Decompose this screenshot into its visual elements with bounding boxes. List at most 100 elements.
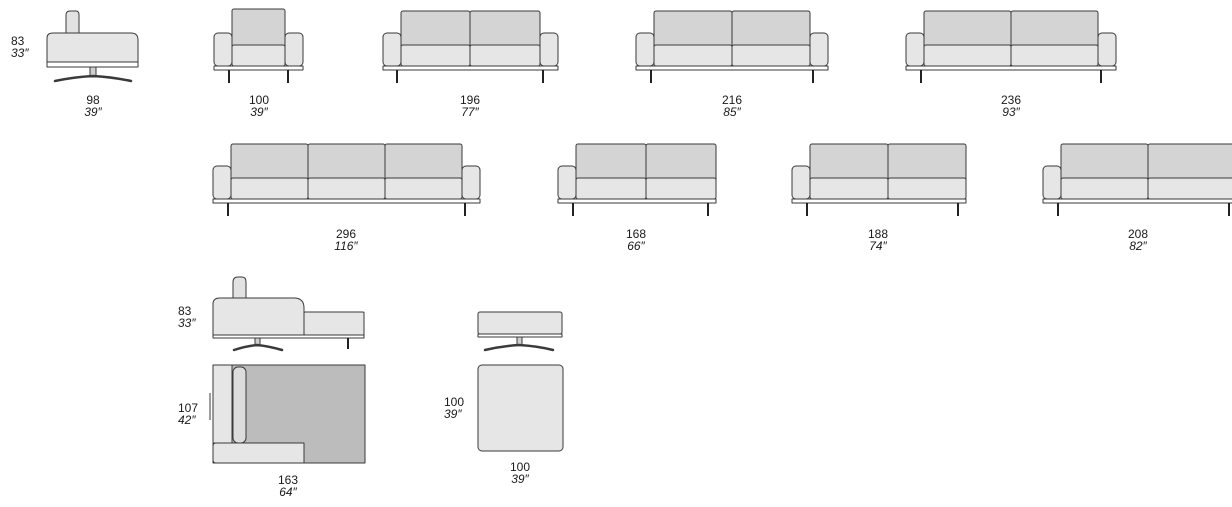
sofa-168-width-cm: 168: [626, 227, 646, 241]
sofa-208-back-cushion-2: [1147, 143, 1232, 182]
sofa-196-leg-right: [542, 70, 544, 83]
sofa-208-seat-cushion-2: [1147, 177, 1232, 200]
sofa-188-width-dim: 188 74″: [868, 227, 888, 253]
armchair-base: [213, 65, 304, 71]
sofa-196-right-arm: [539, 32, 559, 67]
sofa-216-back-cushion-2: [731, 10, 811, 48]
chaise-longue-seat-extension: [303, 311, 365, 336]
sofa-188-left-arm: [791, 165, 811, 200]
chaise-longue-width-dim: 163 64″: [278, 473, 298, 499]
swivel-chair-headrest: [65, 10, 80, 35]
sofa-188-seat-cushion-2: [887, 177, 967, 200]
sofa-188-back-cushion-2: [887, 143, 967, 182]
chaise-longue-plan-backrest: [212, 364, 233, 444]
sofa-168-leg-right: [707, 203, 709, 216]
sofa-208-base: [1042, 198, 1232, 204]
sofa-216-right-arm: [809, 32, 829, 67]
sofa-208-back-cushion-1: [1060, 143, 1149, 182]
chaise-longue-plan-view: [209, 364, 366, 464]
armchair-width-dim: 100 39″: [249, 93, 269, 119]
armchair-leg-left: [228, 70, 230, 83]
sofa-208-width-dim: 208 82″: [1128, 227, 1148, 253]
pouf-foot: [483, 343, 555, 352]
sofa-236-seat-cushion-2: [1010, 44, 1099, 67]
swivel-chair-width-cm: 98: [86, 93, 100, 107]
sofa-196-width-in: 77″: [461, 105, 479, 119]
sofa-216-width-dim: 216 85″: [722, 93, 742, 119]
sofa-216-width-in: 85″: [723, 105, 741, 119]
chaise-longue-depth-in: 42″: [178, 413, 196, 427]
chaise-longue-base-plate: [212, 334, 365, 339]
chaise-longue-back-body: [212, 297, 305, 336]
sofa-236-left-arm: [905, 32, 925, 67]
armchair-left-arm: [213, 32, 233, 67]
sofa-196-left-arm: [382, 32, 402, 67]
armchair-back-cushion: [231, 8, 286, 48]
sofa-168-width-in: 66″: [627, 239, 645, 253]
sofa-196-drawing: [382, 10, 559, 83]
sofa-188-one-arm-drawing: [791, 143, 967, 216]
sofa-296-drawing: [212, 143, 481, 216]
swivel-chair-height-in: 33″: [11, 46, 29, 60]
pouf-top: [477, 311, 563, 335]
swivel-chair-base-plate: [46, 61, 139, 68]
sofa-236-width-in: 93″: [1002, 105, 1020, 119]
sofa-296-left-arm: [212, 165, 232, 200]
sofa-168-seat-cushion-1: [575, 177, 647, 200]
sofa-216-leg-left: [650, 70, 652, 83]
sofa-188-width-in: 74″: [869, 239, 887, 253]
sofa-168-width-dim: 168 66″: [626, 227, 646, 253]
armchair-drawing: [213, 8, 304, 83]
sofa-208-one-arm-drawing: [1042, 143, 1232, 216]
sofa-168-one-arm-drawing: [557, 143, 717, 216]
pouf-plan-top: [477, 364, 564, 452]
pouf-width-dim: 100 39″: [510, 460, 530, 486]
sofa-208-leg-left: [1057, 203, 1059, 216]
sofa-296-width-cm: 296: [336, 227, 356, 241]
chaise-longue-side-view: [212, 276, 365, 352]
sofa-216-leg-right: [812, 70, 814, 83]
sofa-296-back-cushion-3: [384, 143, 463, 182]
sofa-296-seat-cushion-2: [307, 177, 386, 200]
sofa-216-left-arm: [635, 32, 655, 67]
sofa-208-left-arm: [1042, 165, 1062, 200]
sofa-196-leg-left: [396, 70, 398, 83]
sofa-168-back-cushion-1: [575, 143, 647, 182]
pouf-plan-view: [477, 364, 564, 452]
chaise-longue-depth-dim: 107 42″: [178, 401, 198, 427]
sofa-188-seat-cushion-1: [809, 177, 889, 200]
swivel-chair-width-in: 39″: [84, 105, 102, 119]
sofa-168-left-arm: [557, 165, 577, 200]
sofa-216-drawing: [635, 10, 829, 83]
sofa-296-back-cushion-1: [230, 143, 309, 182]
sofa-296-width-in: 116″: [334, 239, 358, 253]
swivel-chair-foot: [53, 74, 133, 83]
chaise-longue-depth-cm: 107: [178, 401, 198, 415]
sofa-196-seat-cushion-2: [469, 44, 541, 67]
sofa-208-width-cm: 208: [1128, 227, 1148, 241]
sofa-196-back-cushion-1: [400, 10, 471, 48]
sofa-236-right-arm: [1097, 32, 1117, 67]
sofa-236-back-cushion-1: [923, 10, 1012, 48]
sofa-296-width-dim: 296 116″: [334, 227, 358, 253]
sofa-236-leg-right: [1100, 70, 1102, 83]
sofa-196-seat-cushion-1: [400, 44, 471, 67]
chaise-longue-plan-front-cushion: [212, 442, 305, 464]
sofa-188-base: [791, 198, 967, 204]
sofa-196-back-cushion-2: [469, 10, 541, 48]
sofa-236-width-dim: 236 93″: [1001, 93, 1021, 119]
sofa-296-seat-cushion-3: [384, 177, 463, 200]
chaise-longue-plan-back-cushion: [232, 366, 247, 444]
sofa-216-back-cushion-1: [653, 10, 733, 48]
sofa-188-leg-right: [957, 203, 959, 216]
swivel-chair-width-dim: 98 39″: [84, 93, 102, 119]
pouf-side-view: [477, 311, 563, 352]
chaise-longue-foot: [232, 343, 284, 352]
sofa-168-seat-cushion-2: [645, 177, 717, 200]
sofa-188-leg-left: [806, 203, 808, 216]
sofa-216-base: [635, 65, 829, 71]
sofa-208-leg-right: [1228, 203, 1230, 216]
sofa-296-back-cushion-2: [307, 143, 386, 182]
sofa-216-seat-cushion-1: [653, 44, 733, 67]
